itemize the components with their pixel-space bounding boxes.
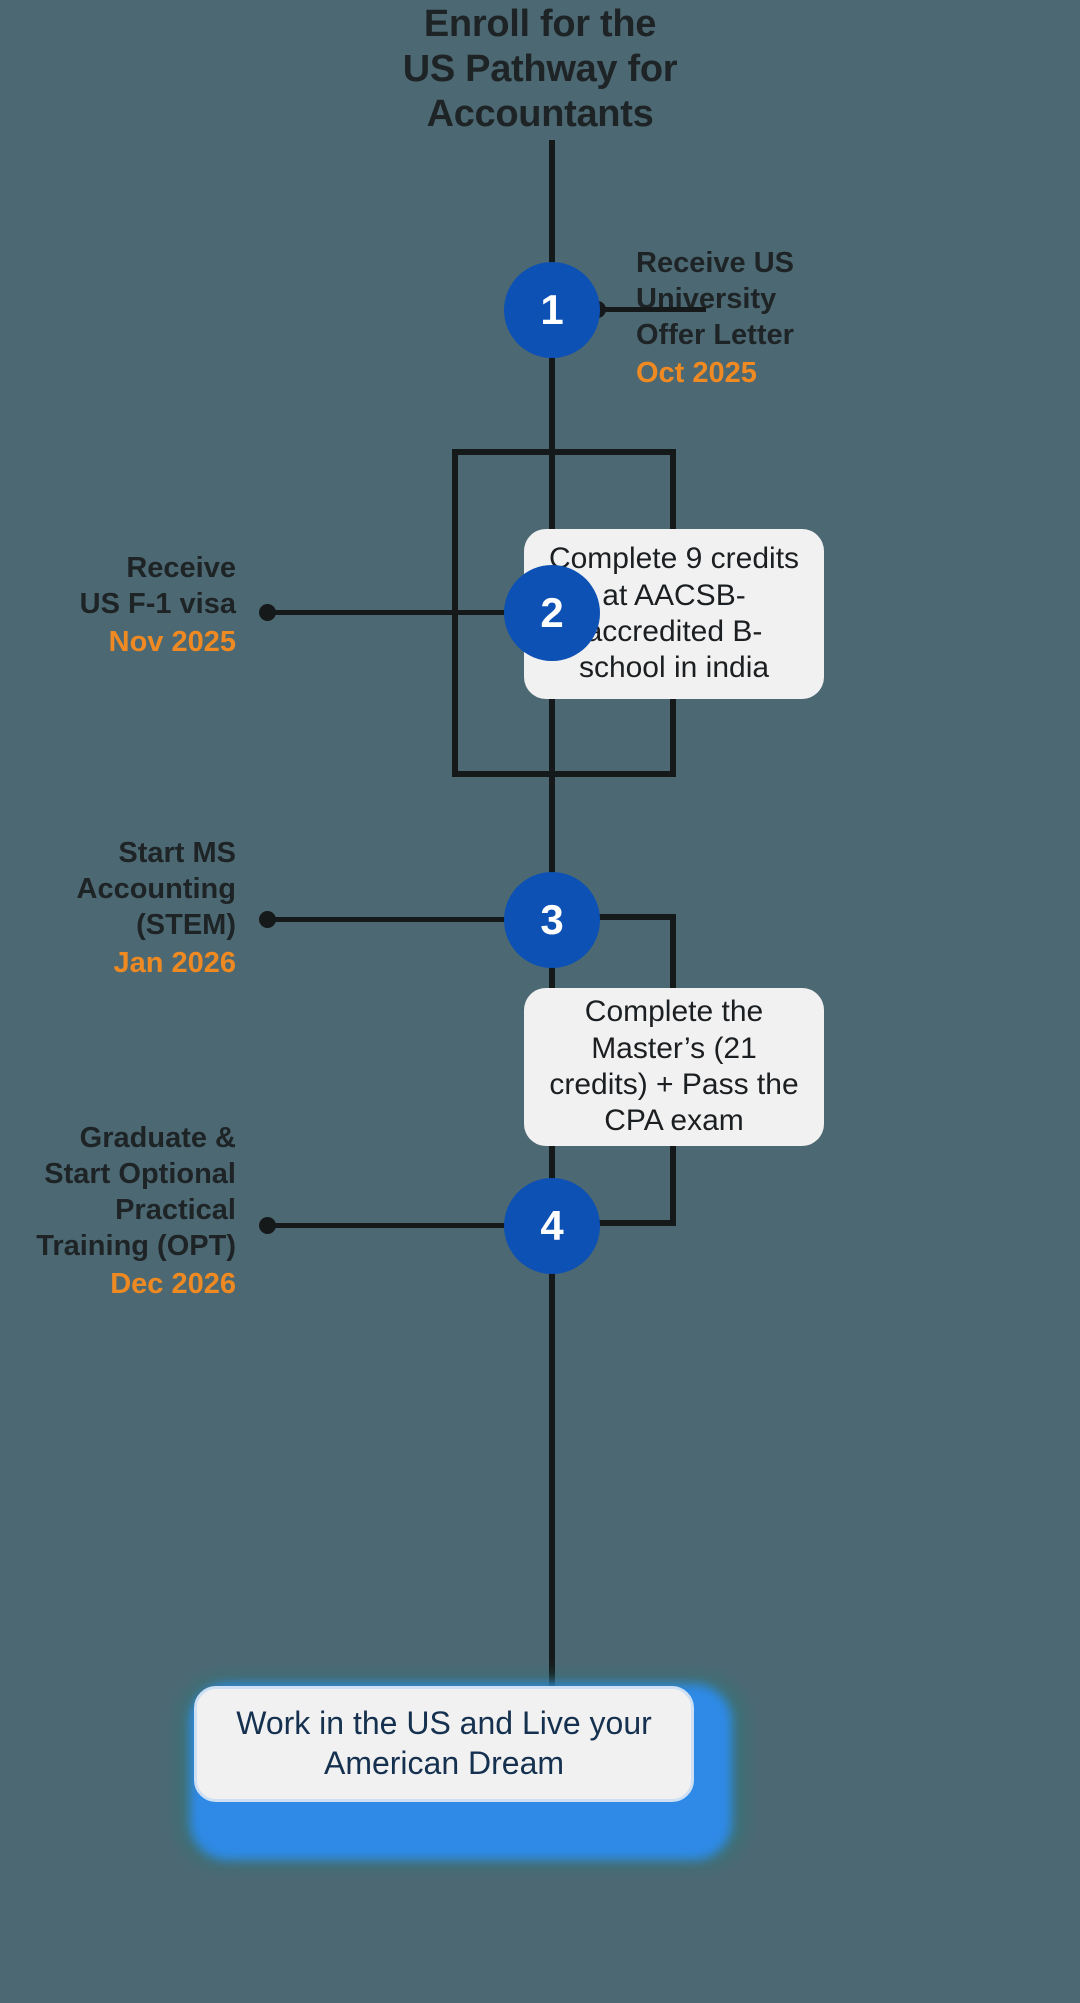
callout-1-bracket-top: [452, 449, 676, 455]
timeline-node-3[interactable]: 3: [504, 872, 600, 968]
page-title-line-1: Enroll for the: [423, 3, 657, 45]
timeline-node-1[interactable]: 1: [504, 262, 600, 358]
timeline-label-1-line-2: University: [636, 282, 777, 315]
timeline-node-4-connector: [274, 1223, 506, 1228]
timeline-label-4-line-3: Practical: [115, 1193, 236, 1226]
callout-2-bracket-bottom: [586, 1220, 676, 1226]
cta-container: Work in the US and Live your American Dr…: [168, 1660, 756, 1878]
timeline-node-3-endpoint-dot: [259, 911, 276, 928]
callout-box-1: Complete 9 credits at AACSB-accredited B…: [524, 529, 824, 699]
timeline-date-4: Dec 2026: [110, 1267, 236, 1300]
callout-box-1-text: Complete 9 credits at AACSB-accredited B…: [548, 542, 800, 685]
callout-2-bracket-top: [586, 914, 676, 920]
timeline-node-3-connector: [274, 917, 506, 922]
timeline-node-4-number: 4: [540, 1202, 564, 1249]
timeline-label-1: Receive US University Offer Letter Oct 2…: [636, 246, 1056, 392]
page-title-line-2: US Pathway for: [402, 47, 678, 90]
timeline-node-3-number: 3: [540, 896, 564, 943]
timeline-date-1: Oct 2025: [636, 356, 757, 389]
timeline-node-1-number: 1: [540, 286, 564, 333]
timeline-node-4[interactable]: 4: [504, 1178, 600, 1274]
callout-box-2: Complete the Master’s (21 credits) + Pas…: [524, 988, 824, 1146]
page-title: Enroll for the US Pathway for Accountant…: [290, 2, 790, 136]
timeline-label-1-line-1: Receive US: [636, 247, 794, 279]
timeline-label-3-line-1: Start MS: [118, 837, 236, 869]
timeline-node-4-endpoint-dot: [259, 1217, 276, 1234]
timeline-label-4-line-4: Training (OPT): [36, 1229, 236, 1262]
timeline-label-3: Start MS Accounting (STEM) Jan 2026: [10, 836, 237, 982]
timeline-label-4: Graduate & Start Optional Practical Trai…: [10, 1121, 236, 1303]
callout-1-bracket-bottom: [452, 771, 676, 777]
timeline-label-2: Receive US F-1 visa Nov 2025: [10, 551, 236, 661]
timeline-label-4-line-2: Start Optional: [44, 1157, 236, 1190]
page-title-line-3: Accountants: [426, 92, 654, 135]
cta-button-label: Work in the US and Live your American Dr…: [236, 1705, 652, 1781]
timeline-label-3-line-3: (STEM): [136, 908, 236, 941]
timeline-node-2-endpoint-dot: [259, 604, 276, 621]
callout-box-2-text: Complete the Master’s (21 credits) + Pas…: [549, 995, 799, 1138]
timeline-label-2-line-1: Receive: [126, 552, 236, 584]
timeline-node-2-number: 2: [540, 589, 564, 636]
timeline-node-1-connector: [598, 307, 706, 312]
timeline-date-3: Jan 2026: [113, 946, 236, 979]
timeline-label-3-line-2: Accounting: [76, 872, 237, 905]
timeline-label-2-line-2: US F-1 visa: [79, 587, 236, 620]
timeline-node-2[interactable]: 2: [504, 565, 600, 661]
cta-button[interactable]: Work in the US and Live your American Dr…: [194, 1686, 694, 1802]
timeline-label-4-line-1: Graduate &: [79, 1122, 236, 1154]
timeline-date-2: Nov 2025: [108, 625, 236, 658]
timeline-label-1-line-3: Offer Letter: [636, 318, 794, 351]
timeline-node-2-connector: [274, 610, 506, 615]
